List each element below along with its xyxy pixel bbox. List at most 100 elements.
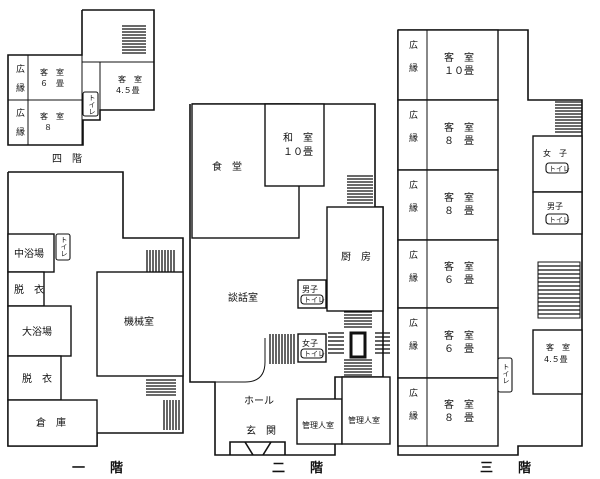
room-3f-guest-45 [532, 329, 583, 395]
floor-2-manager-2-label: 管理人室 [348, 415, 380, 425]
floor-1-machine-label: 機械室 [124, 315, 154, 328]
floor-3-men-toilet-sign [545, 213, 569, 225]
floor-3-engawa-label: 広縁 [407, 179, 418, 226]
floor-4-plan: トイレ 広縁 広縁 客 室 ６ 畳 客 室 ８ 客 室 4.５畳 四 階 [7, 9, 155, 165]
floor-4-guest-45-name: 客 室 [118, 74, 142, 84]
floor-3-guest-name: 客 室 [444, 121, 474, 134]
floor-4-outer-wall [7, 9, 155, 146]
floor-4-engawa-2: 広縁 [14, 107, 25, 146]
floor-2-washitsu-name: 和 室 [283, 131, 313, 144]
entrance-door-left [244, 441, 254, 456]
floor-3-guest-size: ８ 畳 [444, 412, 474, 424]
floor-2-women-label: 女子 [302, 338, 318, 348]
room-3f-guest-1 [397, 29, 499, 101]
room-kitchen [326, 206, 384, 312]
floor-3-engawa-label: 広縁 [407, 109, 418, 156]
room-3f-guest-2 [397, 99, 499, 171]
floor-4-engawa-1: 広縁 [14, 63, 25, 102]
floor-3-guest-size: ８ 畳 [444, 205, 474, 217]
floor-1-toilet-box [55, 233, 71, 261]
floor-3-guest-45-name: 客 室 [546, 342, 570, 352]
room-large-bath [7, 305, 72, 357]
floor-3-toilet-label: トイレ [502, 363, 510, 384]
floor-1-changing-1-label: 脱 衣 [14, 283, 44, 296]
floor-3-women-toilet-text: トイレ [549, 165, 570, 173]
floor-2-men-label: 男子 [302, 285, 318, 294]
floor-1-changing-2-label: 脱 衣 [22, 372, 52, 385]
floor-3-rooms: 広縁客 室１０畳広縁客 室８ 畳広縁客 室８ 畳広縁客 室６ 畳広縁客 室６ 畳… [397, 29, 499, 447]
room-3f-women-toilet [532, 135, 583, 193]
floor-2-outer-wall [189, 103, 384, 456]
floor-3-guest-45-size: 4.５畳 [544, 355, 568, 364]
floor-2-men-toilet-label: トイレ [304, 296, 325, 304]
floor-2-stairs-right [328, 311, 390, 376]
floor-1-stairs-lower [146, 379, 180, 430]
floor-3-guest-name: 客 室 [444, 191, 474, 204]
floor-4-toilet-label: トイレ [88, 94, 96, 115]
room-changing-2 [7, 355, 62, 401]
floor-2-washitsu-size: １０畳 [283, 146, 313, 158]
floor-3-guest-size: １０畳 [444, 65, 474, 77]
room-manager-2 [341, 376, 391, 445]
room-washitsu [264, 103, 325, 187]
floor-3-title: 三 階 [480, 460, 537, 476]
room-machine [96, 271, 184, 377]
floor-3-guest-name: 客 室 [444, 51, 474, 64]
floor-3-men-label: 男子 [547, 202, 563, 211]
floor-4-guest-6-name: 客 室 [40, 67, 64, 77]
floor-3-stairs-middle [537, 261, 581, 319]
floor-2-hall-label: ホール [244, 395, 274, 407]
floor-2-wall [215, 338, 266, 383]
floor-3-women-toilet-sign [545, 162, 569, 174]
floor-4-guest-6-size: ６ 畳 [40, 79, 64, 88]
floor-2-manager-1-label: 管理人室 [302, 420, 334, 430]
floor-4-title: 四 階 [52, 153, 82, 165]
room-manager-1 [296, 398, 343, 445]
floor-2-entrance-label: 玄 関 [246, 424, 276, 437]
floor-2-women-toilet-label: トイレ [304, 350, 325, 358]
floor-3-engawa-label: 広縁 [407, 249, 418, 296]
room-3f-men-toilet [532, 191, 583, 235]
floor-2-elevator-shaft [349, 331, 367, 359]
floor-2-wall [192, 185, 324, 239]
floor-4-guest-45-size: 4.５畳 [116, 86, 140, 95]
floor-1-title: 一 階 [72, 460, 129, 476]
entrance-door-right [262, 441, 272, 456]
room-3f-guest-5 [397, 307, 499, 379]
floor-3-engawa-label: 広縁 [407, 39, 418, 86]
floor-4-toilet-box [82, 91, 99, 117]
floor-2-stairs-left [269, 334, 295, 364]
floor-3-outer-wall [397, 29, 583, 456]
floor-3-women-label: 女 子 [543, 148, 567, 158]
floor-3-guest-name: 客 室 [444, 329, 474, 342]
floor-4-stairs [122, 25, 146, 54]
floor-3-engawa-label: 広縁 [407, 317, 418, 364]
floor-3-guest-size: ６ 畳 [444, 274, 474, 286]
floor-4-guest-8-name: 客 室 [40, 111, 64, 121]
floor-3-guest-name: 客 室 [444, 260, 474, 273]
floor-1-small-bath-label: 中浴場 [14, 247, 44, 260]
floor-3-plan: 広縁客 室１０畳広縁客 室８ 畳広縁客 室８ 畳広縁客 室６ 畳広縁客 室６ 畳… [397, 29, 583, 476]
floor-4-guest-8-size: ８ [44, 123, 52, 132]
floor-1-stairs-upper [146, 250, 175, 272]
floor-2-title: 二 階 [272, 460, 329, 476]
floor-3-engawa-label: 広縁 [407, 387, 418, 434]
floor-3-men-toilet-text: トイレ [549, 216, 570, 224]
room-3f-guest-4 [397, 239, 499, 309]
room-3f-guest-6 [397, 377, 499, 447]
floor-2-men-toilet-sign [300, 294, 324, 305]
floor-1-plan: トイレ 中浴場 脱 衣 大浴場 脱 衣 倉 庫 機械室 一 階 [7, 171, 184, 476]
floor-3-guest-size: ８ 畳 [444, 135, 474, 147]
floor-1-large-bath-label: 大浴場 [22, 325, 52, 338]
floor-1-toilet-label: トイレ [60, 236, 68, 257]
floor-2-plan: 食 堂 和 室 １０畳 談話室 厨 房 男子 トイレ 女子 トイレ ホール 玄 … [189, 103, 391, 476]
floor-2-stairs-upper [347, 175, 373, 204]
floor-2-lounge-label: 談話室 [228, 291, 258, 304]
floor-1-storage-label: 倉 庫 [36, 416, 66, 429]
floor-2-women-toilet-sign [300, 348, 324, 359]
floor-3-guest-size: ６ 畳 [444, 343, 474, 355]
floor-3-guest-name: 客 室 [444, 398, 474, 411]
floor-2-kitchen-label: 厨 房 [341, 250, 371, 263]
floor-3-toilet-box [497, 357, 513, 393]
